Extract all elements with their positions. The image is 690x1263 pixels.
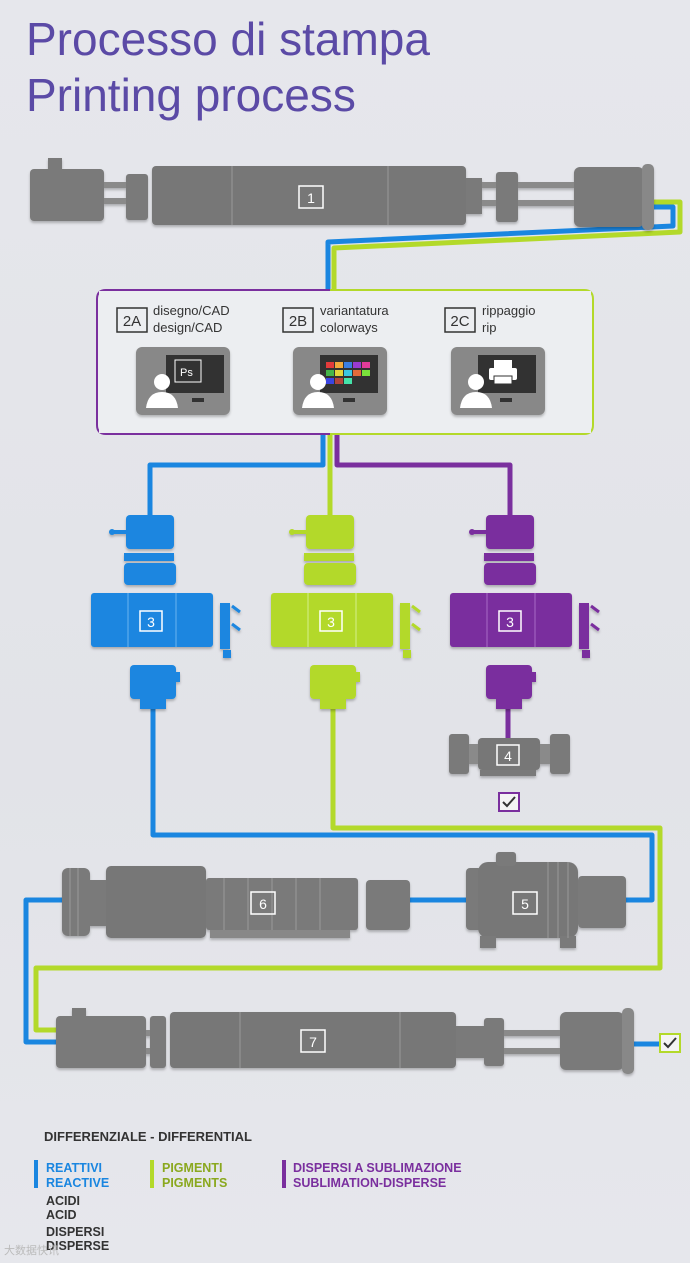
- colorways-palette-icon: [326, 362, 370, 384]
- machine-4-label: 4: [504, 748, 512, 764]
- flow-lines: [23, 199, 683, 1047]
- machine-3-green: 3: [271, 515, 421, 709]
- flow-line-branch-purple: [334, 434, 513, 515]
- legend-sublimation-en: SUBLIMATION-DISPERSE: [293, 1176, 447, 1190]
- step-2b-label-en: colorways: [320, 320, 378, 335]
- machine-3-purple: 3: [450, 515, 600, 709]
- legend-acid-en: ACID: [46, 1208, 77, 1222]
- design-step-2c: 2C rippaggio rip: [444, 303, 545, 415]
- step-2a-label-en: design/CAD: [153, 320, 222, 335]
- design-step-2a: 2A disegno/CAD design/CAD Ps: [116, 303, 230, 415]
- flow-line-branch-blue: [147, 434, 326, 515]
- legend-sublimation-it: DISPERSI A SUBLIMAZIONE: [293, 1161, 462, 1175]
- step-2b-code: 2B: [289, 313, 307, 330]
- legend-bar-purple: [282, 1160, 286, 1188]
- step-2a-label-it: disegno/CAD: [153, 303, 230, 318]
- flow-line-green-down: [33, 708, 663, 1033]
- workstation-icon-2b: [293, 347, 387, 415]
- machine-3-green-label: 3: [327, 614, 335, 630]
- legend-bar-blue: [34, 1160, 38, 1188]
- flow-line-blue-6-7: [23, 897, 62, 1045]
- machine-7-check-icon: [659, 1033, 681, 1053]
- step-2c-code: 2C: [450, 313, 469, 330]
- machine-7-label: 7: [309, 1034, 317, 1050]
- step-2a-code: 2A: [123, 313, 141, 330]
- step-2b-label-it: variantatura: [320, 303, 389, 318]
- machine-1-label: 1: [307, 190, 315, 206]
- legend-disperse-en: DISPERSE: [46, 1239, 110, 1253]
- design-step-2b: 2B variantatura colorways: [282, 303, 389, 415]
- legend-title: DIFFERENZIALE - DIFFERENTIAL: [44, 1129, 252, 1144]
- machine-7: 7: [56, 1008, 634, 1074]
- machine-5: 5: [466, 852, 626, 948]
- machine-4: 4: [449, 734, 570, 776]
- machine-5-label: 5: [521, 896, 529, 912]
- workstation-icon-2c: [451, 347, 545, 415]
- machine-3-blue: 3: [91, 515, 241, 709]
- legend-reactive-it: REATTIVI: [46, 1161, 103, 1175]
- legend-pigment-it: PIGMENTI: [162, 1161, 223, 1175]
- flow-line-top-green: [331, 199, 683, 290]
- machine-1: 1: [30, 158, 654, 230]
- title-italian: Processo di stampa: [26, 13, 430, 65]
- machine-6-label: 6: [259, 896, 267, 912]
- legend-pigment-en: PIGMENTS: [162, 1176, 228, 1190]
- workstation-icon-2a: Ps: [136, 347, 230, 415]
- machine-6: 6: [62, 866, 410, 938]
- legend-acid-it: ACIDI: [46, 1194, 81, 1208]
- flow-line-top-blue: [325, 204, 676, 290]
- watermark: 大数据快讯: [4, 1245, 59, 1257]
- legend-disperse-it: DISPERSI: [46, 1225, 105, 1239]
- step-2c-label-it: rippaggio: [482, 303, 536, 318]
- legend-reactive-en: REACTIVE: [46, 1176, 110, 1190]
- title-english: Printing process: [26, 69, 356, 121]
- machine-4-check-icon: [498, 792, 520, 812]
- machine-3-purple-label: 3: [506, 614, 514, 630]
- printer-icon: [489, 360, 517, 385]
- machine-3-blue-label: 3: [147, 614, 155, 630]
- step-2c-label-en: rip: [482, 320, 496, 335]
- legend-bar-green: [150, 1160, 154, 1188]
- flow-line-blue-down: [150, 708, 655, 903]
- photoshop-icon: Ps: [180, 367, 193, 379]
